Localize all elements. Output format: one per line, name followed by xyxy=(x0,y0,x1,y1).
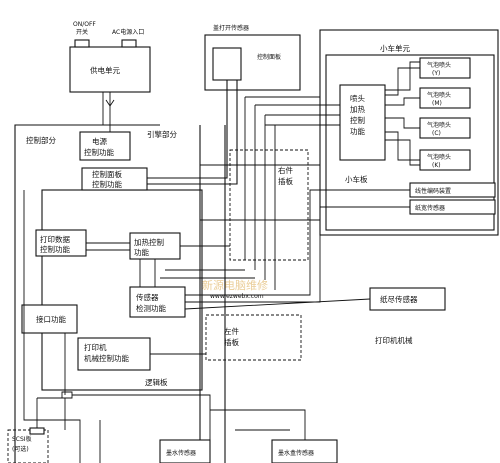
power-control-label-1: 电源 xyxy=(92,136,107,146)
mech-control-label-1: 打印机 xyxy=(84,342,107,352)
on-off-switch-box xyxy=(74,39,90,48)
wire-3 xyxy=(244,97,276,290)
ac-inlet-label: AC电源入口 xyxy=(112,28,144,36)
cover-sensor-label: 盖打开传感器 xyxy=(213,24,249,32)
nozzle-c-label: 气泡喷头 xyxy=(427,121,451,129)
watermark-text: 新源电脑维修 xyxy=(202,278,268,292)
control-engine-frame xyxy=(14,124,226,463)
carriage-unit-outer xyxy=(319,29,499,236)
sensor-detect-label-1: 传感器 xyxy=(136,292,159,302)
printer-mech-label: 打印机机械 xyxy=(375,335,413,345)
head-drive-label-4: 功能 xyxy=(350,126,365,136)
mech-control-label-2: 机械控制功能 xyxy=(84,353,129,363)
nozzle-c-color: (C) xyxy=(432,130,441,137)
wire-5 xyxy=(185,189,410,303)
interface-label: 接口功能 xyxy=(36,314,66,324)
sensor-detect-label-2: 检测功能 xyxy=(136,303,166,313)
nozzle-k-color: (K) xyxy=(432,162,441,169)
scsi-label-1: SCSI板 xyxy=(12,435,32,443)
arrow xyxy=(105,99,115,107)
paper-width-sensor-label: 纸宽传感器 xyxy=(415,204,445,212)
wire-9 xyxy=(23,190,101,463)
scsi-connector xyxy=(29,427,45,435)
control-part-label: 控制部分 xyxy=(26,135,56,145)
control-panel-label: 控制面板 xyxy=(257,53,281,61)
print-data-label-2: 控制功能 xyxy=(40,244,70,254)
nozzle-m-color: (M) xyxy=(432,100,442,107)
right-board-frame xyxy=(229,149,309,261)
power-link xyxy=(102,92,111,132)
left-board-frame xyxy=(205,314,302,361)
heat-control-label-2: 功能 xyxy=(134,247,149,257)
carriage-unit-label: 小车单元 xyxy=(380,43,410,53)
on-off-switch-label: 开关 xyxy=(76,28,88,36)
power-control-label-2: 控制功能 xyxy=(84,147,114,157)
wire-6 xyxy=(150,298,371,355)
scsi-label-2: (可选) xyxy=(12,445,29,453)
nozzle-k-label: 气泡喷头 xyxy=(427,153,451,161)
linear-encoder-label: 线性编码装置 xyxy=(415,187,451,195)
paper-end-sensor-label: 纸尽传感器 xyxy=(380,294,418,304)
panel-control-label-1: 控制面板 xyxy=(92,169,122,179)
logic-board-label: 逻辑板 xyxy=(145,377,168,387)
head-drive-label-3: 控制 xyxy=(350,115,365,125)
wire-10 xyxy=(42,164,320,221)
cover-sensor-box xyxy=(212,47,242,81)
heat-control-box xyxy=(129,232,181,260)
ink-sensor-label: 墨水传感器 xyxy=(166,449,196,457)
nozzle-y-label: 气泡喷头 xyxy=(427,61,451,69)
nozzle-links xyxy=(385,61,420,166)
sensor-wires xyxy=(226,80,238,96)
wire-11 xyxy=(139,259,255,287)
left-board-label-1: 左件 xyxy=(224,326,239,336)
control-panel-frame xyxy=(204,34,301,91)
wire-8 xyxy=(72,394,306,440)
ink-sensor-box xyxy=(159,439,211,463)
left-board-label-2: 插板 xyxy=(224,337,239,347)
heat-control-label-1: 加热控制 xyxy=(134,237,164,247)
nozzle-m-label: 气泡喷头 xyxy=(427,91,451,99)
right-board-label-2: 插板 xyxy=(278,176,293,186)
on-off-label: ON/OFF xyxy=(73,21,96,28)
power-control-box xyxy=(79,131,131,161)
panel-control-box xyxy=(81,167,148,191)
carriage-unit-inner xyxy=(325,54,495,231)
carriage-board-label: 小车板 xyxy=(345,174,368,184)
interface-box xyxy=(21,304,78,334)
cartridge-sensor-label: 墨水盒传感器 xyxy=(278,449,314,457)
wire-7 xyxy=(36,333,73,430)
cartridge-sensor-box xyxy=(271,439,338,463)
scsi-board-frame xyxy=(7,429,49,463)
power-unit-label: 供电单元 xyxy=(90,65,120,75)
watermark-url: www.ezwebx.com xyxy=(210,293,264,300)
wire-1 xyxy=(147,96,238,185)
wire-2 xyxy=(245,96,340,126)
head-drive-label-1: 喷头 xyxy=(350,93,365,103)
engine-part-label: 引擎部分 xyxy=(147,129,177,139)
print-data-label-1: 打印数据 xyxy=(40,234,70,244)
panel-control-label-2: 控制功能 xyxy=(92,179,122,189)
ac-inlet-box xyxy=(121,39,137,48)
wire-4 xyxy=(86,242,230,251)
nozzle-y-color: (Y) xyxy=(432,70,440,77)
sensor-detect-box xyxy=(129,286,186,318)
head-drive-box xyxy=(339,84,386,161)
head-drive-label-2: 加热 xyxy=(350,104,365,114)
right-board-label-1: 右件 xyxy=(278,165,293,175)
